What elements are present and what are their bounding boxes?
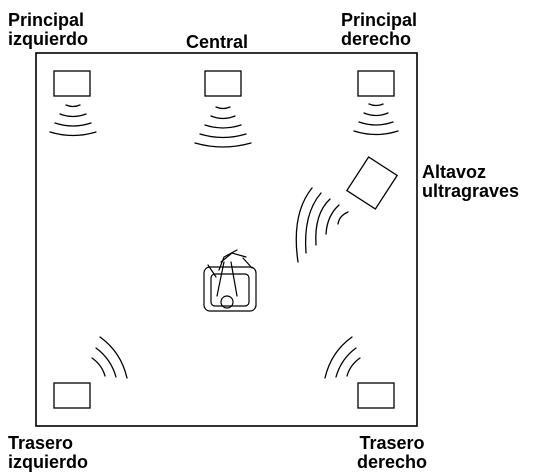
subwoofer-label: Altavoz ultragraves bbox=[422, 163, 519, 201]
front-left-speaker bbox=[49, 70, 97, 137]
rear-right-speaker bbox=[324, 336, 395, 409]
front-right-speaker bbox=[353, 70, 399, 136]
subwoofer-label-line2: ultragraves bbox=[422, 181, 520, 201]
front-left-label-line2: izquierdo bbox=[8, 29, 88, 49]
listener-figure bbox=[203, 249, 257, 312]
front-left-label: Principal izquierdo bbox=[8, 11, 88, 49]
rear-left-label: Trasero izquierdo bbox=[8, 434, 88, 472]
center-speaker bbox=[194, 70, 252, 148]
center-label: Central bbox=[186, 32, 249, 52]
front-right-label: Principal derecho bbox=[341, 11, 417, 49]
rear-left-label-line2: izquierdo bbox=[8, 452, 88, 472]
rear-right-label: Trasero derecho bbox=[357, 434, 427, 472]
rear-left-speaker bbox=[53, 336, 128, 409]
rear-right-label-line2: derecho bbox=[357, 452, 428, 472]
subwoofer-label-line1: Altavoz bbox=[422, 162, 487, 182]
front-right-label-line1: Principal bbox=[341, 10, 418, 30]
rear-left-label-line1: Trasero bbox=[8, 433, 74, 453]
front-right-label-line2: derecho bbox=[341, 29, 412, 49]
room-outline bbox=[35, 52, 418, 427]
front-left-label-line1: Principal bbox=[8, 10, 85, 30]
rear-right-label-line1: Trasero bbox=[359, 433, 425, 453]
subwoofer-speaker bbox=[295, 156, 399, 263]
